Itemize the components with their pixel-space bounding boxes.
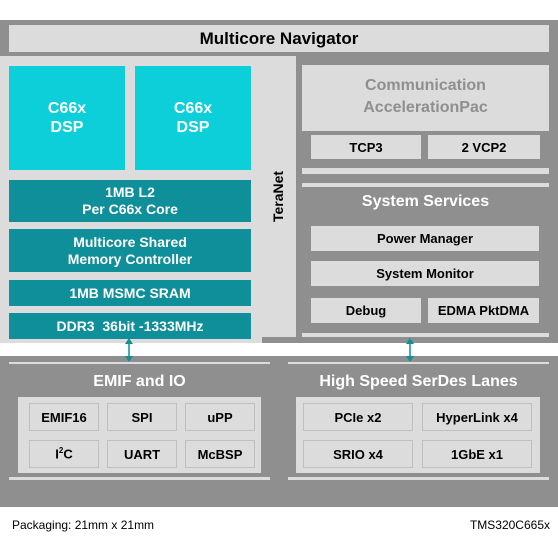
srio-block: SRIO x4: [303, 440, 413, 468]
part-number: TMS320C665x: [469, 518, 550, 532]
edma-pktdma-label: EDMA PktDMA: [437, 303, 530, 318]
multicore-navigator-label: Multicore Navigator: [199, 28, 359, 48]
debug-label: Debug: [345, 303, 387, 318]
i2c-block: I2C: [29, 440, 99, 468]
pcie-label: PCIe x2: [334, 409, 382, 425]
multicore-navigator-bar: Multicore Navigator: [9, 25, 549, 52]
vcp2-block: 2 VCP2: [428, 135, 540, 159]
msmc-sram-label: 1MB MSMC SRAM: [69, 284, 191, 301]
c66x-dsp-left-label: C66x DSP: [47, 100, 87, 136]
msmc-controller-block: Multicore Shared Memory Controller: [9, 229, 251, 272]
srio-label: SRIO x4: [333, 446, 383, 462]
system-services-title: System Services: [361, 193, 490, 210]
emif-io-title: EMIF and IO: [93, 373, 186, 390]
separator-band: [0, 343, 558, 356]
system-services-title-area: System Services: [302, 189, 549, 215]
teranet-bus: TeraNet: [262, 56, 296, 337]
comm-accel-title: Communication AccelerationPac: [363, 77, 488, 116]
ddr-emif-connector: [120, 338, 138, 362]
power-manager-label: Power Manager: [376, 231, 474, 246]
mcbsp-label: McBSP: [197, 446, 243, 462]
serdes-title: High Speed SerDes Lanes: [319, 373, 518, 390]
power-manager-block: Power Manager: [311, 226, 539, 251]
l2-cache-label: 1MB L2 Per C66x Core: [82, 184, 178, 217]
hyperlink-label: HyperLink x4: [436, 409, 518, 425]
comm-accel-title-area: Communication AccelerationPac: [302, 69, 549, 125]
tcp3-label: TCP3: [349, 139, 383, 155]
pcie-block: PCIe x2: [303, 403, 413, 431]
gbe-label: 1GbE x1: [450, 446, 504, 462]
uart-block: UART: [107, 440, 177, 468]
debug-block: Debug: [311, 298, 421, 323]
tcp3-block: TCP3: [311, 135, 421, 159]
spi-block: SPI: [107, 403, 177, 431]
emif-io-title-area: EMIF and IO: [9, 368, 270, 396]
system-monitor-label: System Monitor: [376, 266, 474, 281]
ddr3-block: DDR3 36bit -1333MHz: [9, 313, 251, 339]
upp-label: uPP: [207, 409, 233, 425]
c66x-dsp-right-label: C66x DSP: [173, 100, 213, 136]
c66x-dsp-left: C66x DSP: [9, 66, 125, 170]
msmc-controller-label: Multicore Shared Memory Controller: [67, 233, 193, 267]
spi-label: SPI: [131, 409, 153, 425]
mcbsp-block: McBSP: [185, 440, 255, 468]
upp-block: uPP: [185, 403, 255, 431]
serdes-title-area: High Speed SerDes Lanes: [288, 368, 549, 396]
msmc-sram-block: 1MB MSMC SRAM: [9, 280, 251, 306]
vcp2-label: 2 VCP2: [461, 139, 507, 155]
ddr3-label: DDR3 36bit -1333MHz: [56, 317, 204, 334]
i2c-label: I2C: [55, 446, 72, 461]
i2c-label-sup: 2: [58, 446, 64, 456]
i2c-label-main: I: [55, 446, 59, 462]
l2-cache-block: 1MB L2 Per C66x Core: [9, 180, 251, 222]
uart-label: UART: [123, 446, 161, 462]
edma-pktdma-block: EDMA PktDMA: [428, 298, 539, 323]
packaging-note: Packaging: 21mm x 21mm: [12, 518, 155, 532]
system-serdes-connector: [401, 338, 419, 362]
c66x-dsp-right: C66x DSP: [135, 66, 251, 170]
teranet-label: TeraNet: [270, 170, 287, 223]
emif16-block: EMIF16: [29, 403, 99, 431]
system-monitor-block: System Monitor: [311, 261, 539, 286]
emif16-label: EMIF16: [41, 409, 87, 425]
i2c-label-tail: C: [63, 446, 73, 462]
gbe-block: 1GbE x1: [422, 440, 532, 468]
hyperlink-block: HyperLink x4: [422, 403, 532, 431]
